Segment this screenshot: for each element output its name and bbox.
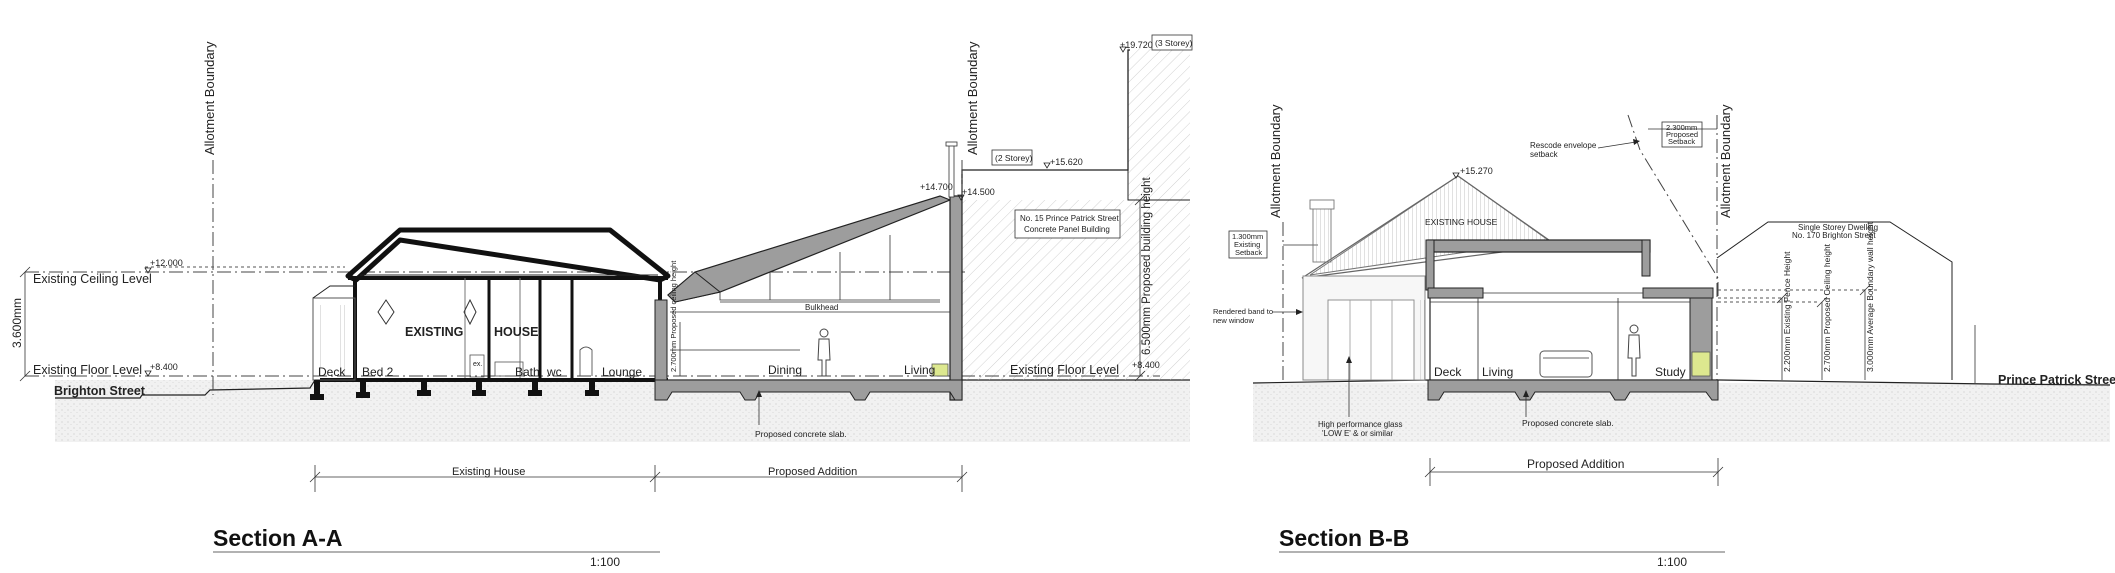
slab-label-b: Proposed concrete slab. — [1522, 418, 1614, 428]
rl-ceiling-a: +12.000 — [150, 258, 183, 268]
section-a-title: Section A-A — [213, 525, 343, 551]
setback-existing-3: Setback — [1235, 248, 1262, 257]
three-storey-label: (3 Storey) — [1155, 38, 1192, 48]
ground-line-b — [1252, 379, 2111, 386]
slab-label-a: Proposed concrete slab. — [755, 429, 847, 439]
rl-floor-a: +8.400 — [150, 362, 178, 372]
ceiling-height-dim-a: 2.700mm Proposed ceiling height — [669, 260, 678, 372]
rl-2storey: +15.620 — [1050, 157, 1083, 167]
neighbour-label-1-a: No. 15 Prince Patrick Street — [1020, 214, 1119, 223]
existing-label-2: HOUSE — [494, 325, 538, 339]
ground-fill-b — [1253, 383, 2110, 442]
height-dim-left-a: 3.600mm — [10, 298, 24, 348]
room-wc-a: wc — [546, 365, 562, 379]
dim-proposed-addition-a: Proposed Addition — [768, 466, 857, 478]
window-diamond-left — [377, 299, 395, 325]
setback-proposed-2: Proposed — [1666, 130, 1698, 139]
section-a-scale: 1:100 — [590, 555, 620, 569]
setback-existing-1: 1.300mm — [1232, 232, 1263, 241]
bench-yellow-b — [1691, 351, 1711, 377]
dim-fence-height: 2.200mm Existing Fence Height — [1782, 251, 1792, 372]
existing-label-1: EXISTING — [405, 325, 463, 339]
setback-proposed-3: Setback — [1668, 137, 1695, 146]
rl-roof-b: +15.270 — [1460, 166, 1493, 176]
rl-roof2-a: +14.500 — [962, 187, 995, 197]
room-living-a: Living — [904, 363, 935, 377]
room-study-b: Study — [1655, 365, 1686, 379]
rendered-label-2: new window — [1213, 316, 1254, 325]
upper-roof-b — [1427, 239, 1651, 253]
street-label-a: Brighton Street — [54, 384, 146, 398]
existing-setback-box — [1228, 230, 1268, 259]
floor-level-right-label: Existing Floor Level — [1010, 363, 1119, 377]
section-b: Allotment Boundary Allotment Boundary 1.… — [1213, 104, 2115, 569]
two-storey-label: (2 Storey) — [995, 153, 1032, 163]
floor-level-label: Existing Floor Level — [33, 363, 142, 377]
neighbour-box-a — [1014, 209, 1121, 239]
setback-existing-2: Existing — [1234, 240, 1260, 249]
two-storey-box — [991, 149, 1033, 166]
rl-roof-a: +14.700 — [920, 182, 953, 192]
neighbour-label-2-a: Concrete Panel Building — [1024, 225, 1110, 234]
person-figure-a — [817, 328, 831, 377]
bench-yellow-a — [931, 363, 949, 377]
glass-label-1: High performance glass — [1318, 420, 1402, 429]
slab-a — [654, 379, 963, 401]
room-deck-a: Deck — [318, 365, 346, 379]
rescode-envelope-line — [1627, 114, 1719, 296]
dim-wall-height: 3.000mm Average Boundary wall height — [1865, 221, 1875, 372]
rendered-label-1: Rendered band to — [1213, 307, 1273, 316]
glass-label-2: 'LOW E' & or similar — [1322, 429, 1393, 438]
room-living-b: Living — [1482, 365, 1513, 379]
dim-ceiling-height-b: 2.700mm Proposed Ceiling height — [1822, 243, 1832, 372]
window-diamond-right — [463, 298, 477, 326]
section-a: Allotment Boundary Allotment Boundary Ex… — [10, 34, 1193, 569]
room-dining-a: Dining — [768, 363, 802, 377]
three-storey-box — [1151, 34, 1193, 51]
existing-house-label-b: EXISTING HOUSE — [1425, 217, 1498, 227]
person-figure-b — [1627, 324, 1641, 377]
neighbour-hatch-a — [962, 170, 1190, 380]
rescode-label-2: setback — [1530, 150, 1559, 159]
rl-3storey: +19.720 — [1120, 40, 1153, 50]
proposed-setback-box — [1661, 121, 1703, 148]
room-lounge-a: Lounge — [602, 365, 642, 379]
bulkhead-label: Bulkhead — [805, 303, 838, 312]
slab-b — [1427, 379, 1719, 401]
neighbour-outline — [961, 49, 1130, 200]
proposed-addition-b — [1425, 239, 1719, 401]
neighbour-upper-hatch — [1128, 48, 1190, 200]
existing-house-b: EXISTING HOUSE — [1301, 175, 1558, 381]
neighbour-label-1-b: Single Storey Dwelling — [1798, 223, 1878, 232]
ex-label: ex. — [473, 361, 482, 368]
height-dim-right-a: 6.500mm Proposed building height — [1141, 176, 1153, 355]
rescode-label-1: Rescode envelope — [1530, 141, 1597, 150]
rl-floor-right-a: +8.400 — [1132, 360, 1160, 370]
street-label-b: Prince Patrick Street — [1998, 373, 2115, 387]
lower-roof-b — [1427, 287, 1484, 299]
section-b-scale: 1:100 — [1657, 555, 1687, 569]
boundary-label-right-b: Allotment Boundary — [1718, 104, 1733, 218]
neighbour-dwelling-outline — [1716, 221, 1953, 380]
proposed-addition-a: Bulkhead 2.700mm Proposed ceiling height — [654, 141, 963, 401]
boundary-label-left-b: Allotment Boundary — [1268, 104, 1283, 218]
dim-proposed-addition-b: Proposed Addition — [1527, 457, 1624, 471]
dim-existing-house: Existing House — [452, 466, 525, 478]
section-b-title: Section B-B — [1279, 525, 1409, 551]
addition-rear-wall — [949, 195, 963, 401]
boundary-label-left-a: Allotment Boundary — [202, 41, 217, 155]
existing-house-a: EXISTING HOUSE ex. — [310, 227, 671, 400]
room-bed2-a: Bed 2 — [362, 365, 394, 379]
room-deck-b: Deck — [1434, 365, 1462, 379]
neighbour-label-2-b: No. 170 Brighton Street — [1792, 231, 1876, 240]
sofa-b — [1539, 350, 1593, 378]
room-bath-a: Bath — [515, 365, 540, 379]
setback-proposed-1: 2.300mm — [1666, 123, 1697, 132]
ceiling-level-label: Existing Ceiling Level — [33, 272, 152, 286]
ground-fill-a — [55, 380, 1190, 442]
boundary-label-right-a: Allotment Boundary — [965, 41, 980, 155]
height-dimensions-b: 2.200mm Existing Fence Height 2.700mm Pr… — [1718, 221, 1880, 380]
